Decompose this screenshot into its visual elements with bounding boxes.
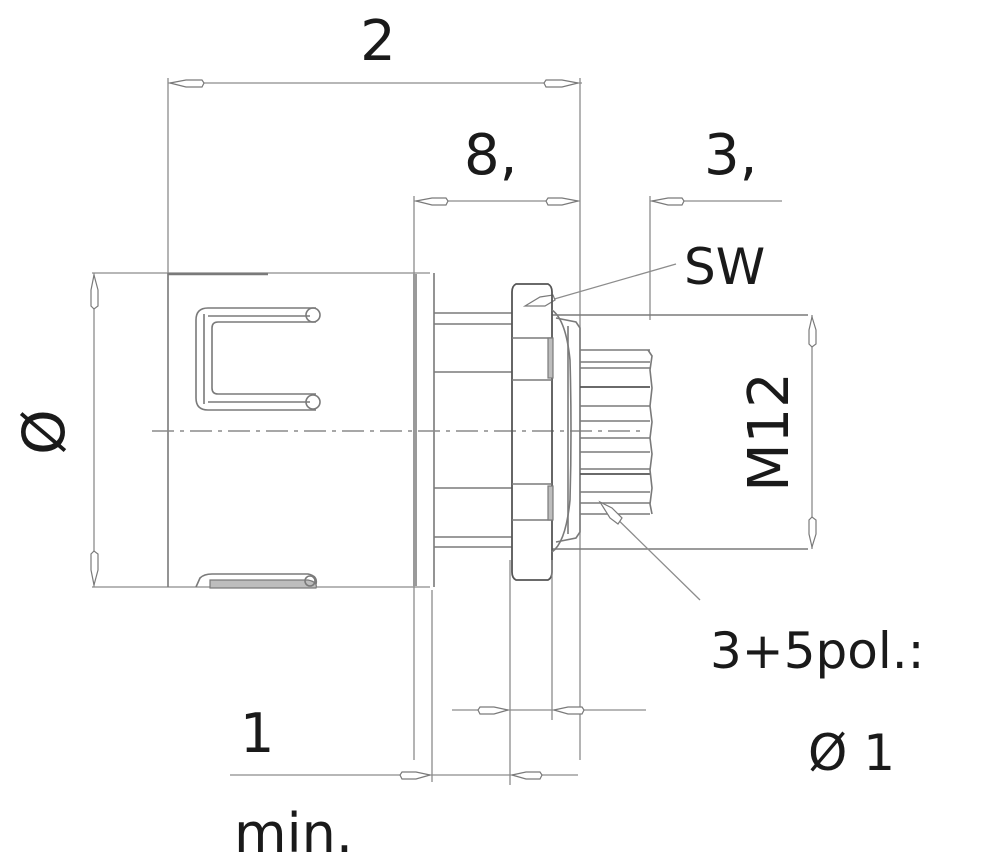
coding-clip — [195, 307, 321, 411]
pin-diameter-label: Ø 1 — [808, 724, 895, 782]
pin-count-label: 3+5pol.: — [710, 622, 924, 680]
thread-size-label: M12 — [737, 372, 802, 492]
flange — [555, 317, 581, 543]
contact-pins — [580, 349, 653, 515]
panel-thickness-note: min. — [234, 802, 353, 858]
dimension-panel-thickness — [230, 590, 578, 782]
panel-thickness-label: 1 — [240, 702, 274, 765]
thread-length-label: 8, — [464, 123, 517, 188]
dimension-nut-thickness — [452, 560, 646, 785]
dimension-pin-protrusion — [649, 196, 782, 320]
thread-section — [434, 312, 808, 550]
overall-length-label: 2 — [360, 9, 396, 74]
connector-body — [167, 272, 435, 587]
dimension-overall-length — [167, 78, 582, 760]
pin-protrusion-label: 3, — [704, 123, 757, 188]
bottom-clip — [195, 573, 318, 589]
hex-nut — [511, 283, 572, 581]
wrench-size-label: SW — [684, 238, 765, 296]
body-diameter-label: Ø — [10, 409, 78, 455]
dimension-thread-length — [413, 196, 580, 760]
dimension-body-diameter — [90, 272, 430, 588]
dimension-thread-diameter — [808, 314, 817, 550]
